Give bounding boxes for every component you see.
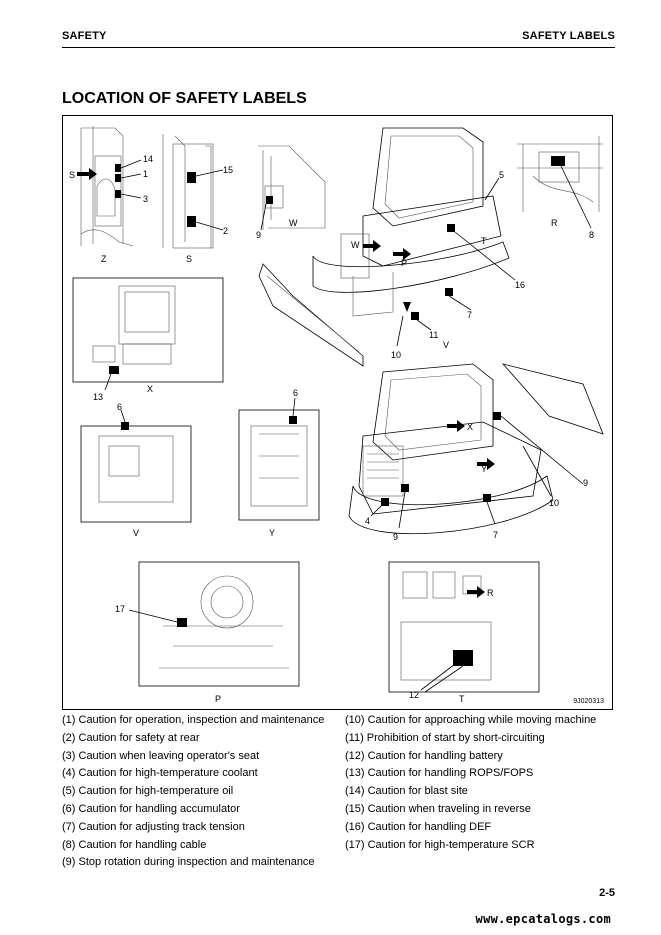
view-s: 15 2 S [162, 134, 233, 264]
caption-item: (17) Caution for high-temperature SCR [345, 838, 535, 851]
view-t: R 12 T [388, 561, 540, 704]
view-label: W [289, 218, 298, 228]
callout-number: 16 [515, 280, 525, 290]
view-arrow-label: R [487, 588, 494, 598]
callout-number: 7 [493, 530, 498, 540]
callout-number: 13 [93, 392, 103, 402]
callout-number: 7 [467, 310, 472, 320]
view-label: Y [269, 528, 275, 538]
header-section: SAFETY [62, 30, 107, 42]
page-number: 2-5 [599, 887, 615, 899]
view-v: 6 V [80, 402, 192, 538]
view-arrow-label: T [481, 236, 487, 246]
view-arrow-label: W [351, 240, 360, 250]
caption-column-left: (1) Caution for operation, inspection an… [62, 712, 324, 872]
caption-item: (12) Caution for handling battery [345, 749, 503, 762]
caption-item: (6) Caution for handling accumulator [62, 802, 240, 815]
header-rule [62, 47, 615, 48]
callout-number: 4 [365, 516, 370, 526]
view-label: X [147, 384, 153, 394]
callout-number: 3 [143, 194, 148, 204]
view-x: 13 X [72, 277, 224, 402]
caption-item: (5) Caution for high-temperature oil [62, 785, 234, 798]
diagram-drawing: S 14 1 3 Z 15 2 S 9 [69, 126, 604, 704]
callout-number: 9 [256, 230, 261, 240]
caption-item: (11) Prohibition of start by short-circu… [345, 731, 545, 744]
caption-item: (7) Caution for adjusting track tension [62, 820, 245, 833]
caption-item: (14) Caution for blast site [345, 785, 468, 798]
callout-number: 8 [589, 230, 594, 240]
header-chapter: SAFETY LABELS [522, 30, 615, 42]
view-z: S 14 1 3 Z [69, 126, 153, 264]
page-title: LOCATION OF SAFETY LABELS [62, 90, 307, 107]
caption-item: (15) Caution when traveling in reverse [345, 802, 531, 815]
caption-item: (10) Caution for approaching while movin… [345, 714, 597, 726]
caption-item: (3) Caution when leaving operator's seat [62, 749, 260, 762]
view-w: 9 W [256, 145, 326, 240]
callout-number: 6 [293, 388, 298, 398]
callout-number: 9 [583, 478, 588, 488]
watermark-link[interactable]: www.epcatalogs.com [475, 912, 611, 926]
view-y: 6 Y [238, 388, 320, 538]
view-label: R [551, 218, 558, 228]
caption-item: (8) Caution for handling cable [62, 838, 207, 851]
callout-number: 6 [117, 402, 122, 412]
view-label: Z [101, 254, 107, 264]
view-p: 17 P [115, 561, 300, 704]
dozer-front-view: W P T V 5 16 7 11 10 [258, 127, 525, 367]
callout-number: 14 [143, 154, 153, 164]
view-label: S [186, 254, 192, 264]
callout-number: 9 [393, 532, 398, 542]
view-r: 8 R [517, 136, 603, 240]
callout-number: 11 [429, 330, 438, 340]
caption-item: (13) Caution for handling ROPS/FOPS [345, 767, 534, 780]
figure-code: 9J020313 [573, 698, 604, 705]
arrow-s [77, 168, 97, 180]
dozer-rear-view: X Y 9 10 4 9 7 [348, 363, 604, 542]
callout-number: 1 [143, 169, 148, 179]
caption-item: (1) Caution for operation, inspection an… [62, 714, 325, 726]
callout-number: 17 [115, 604, 125, 614]
caption-item: (2) Caution for safety at rear [62, 731, 200, 744]
callout-number: 10 [549, 498, 559, 508]
view-arrow-label: Y [481, 464, 487, 474]
callout-number: 10 [391, 350, 401, 360]
view-label: T [459, 694, 465, 704]
view-arrow-label: V [443, 340, 449, 350]
caption-item: (16) Caution for handling DEF [345, 820, 492, 833]
view-arrow-label: X [467, 422, 473, 432]
caption-item: (4) Caution for high-temperature coolant [62, 767, 258, 780]
safety-label-diagram: S 14 1 3 Z 15 2 S 9 [62, 115, 613, 710]
view-arrow-label: P [401, 258, 407, 268]
callout-number: 5 [499, 170, 504, 180]
callout-number: 2 [223, 226, 228, 236]
view-arrow-label: S [69, 170, 75, 180]
caption-column-right: (10) Caution for approaching while movin… [345, 712, 596, 854]
view-label: V [133, 528, 139, 538]
callout-number: 12 [409, 690, 419, 700]
view-label: P [215, 694, 221, 704]
caption-item: (9) Stop rotation during inspection and … [62, 856, 315, 869]
callout-number: 15 [223, 165, 233, 175]
